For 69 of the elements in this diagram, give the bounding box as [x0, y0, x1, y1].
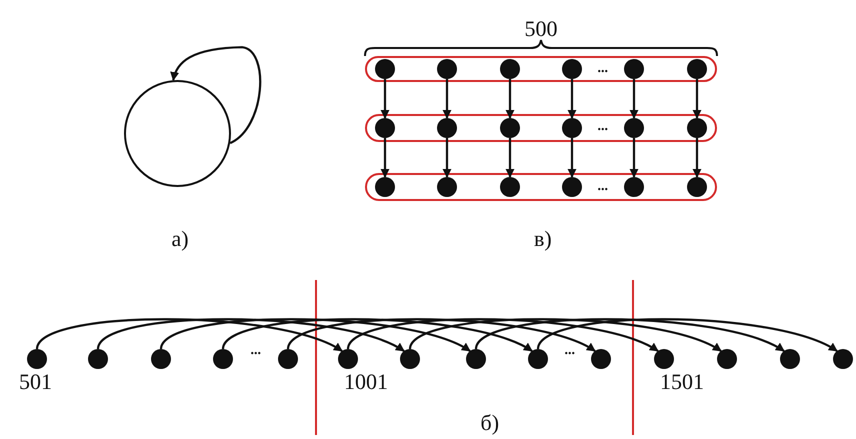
- node-dot: [562, 176, 582, 196]
- node-dot: [654, 349, 674, 369]
- arrow: [506, 79, 514, 119]
- arrow: [442, 79, 452, 119]
- node-dot: [466, 349, 486, 369]
- node-dot: [436, 176, 456, 196]
- arrow: [442, 138, 452, 178]
- arrow: [287, 318, 596, 352]
- node-number: 1501: [660, 371, 704, 393]
- ellipsis: ...: [598, 62, 608, 76]
- arrow: [222, 318, 533, 352]
- arrow: [537, 318, 838, 352]
- arrow: [475, 318, 785, 352]
- node-dot: [528, 349, 548, 369]
- node-dot: [624, 176, 644, 196]
- node-dot: [436, 118, 456, 138]
- node-number: 1001: [344, 371, 388, 393]
- ellipsis: ...: [598, 180, 608, 194]
- node-dot: [374, 176, 394, 196]
- node-dot: [833, 349, 853, 369]
- arrow: [347, 318, 659, 352]
- arrow: [36, 318, 343, 352]
- group-outline: [365, 173, 717, 201]
- arrow: [630, 79, 638, 119]
- node-dot: [500, 58, 520, 78]
- arrow: [568, 79, 576, 119]
- node-dot: [780, 349, 800, 369]
- arrow: [380, 138, 390, 178]
- node-dot: [278, 349, 298, 369]
- arrow: [630, 138, 638, 178]
- panel-label: в): [534, 228, 552, 250]
- ellipsis: ...: [598, 120, 608, 134]
- node-dot: [151, 349, 171, 369]
- node-dot: [717, 349, 737, 369]
- node-dot: [562, 58, 582, 78]
- node-dot: [624, 118, 644, 138]
- node-dot: [500, 118, 520, 138]
- arrow: [97, 318, 405, 352]
- arrow: [506, 138, 514, 178]
- node-dot: [374, 58, 394, 78]
- node-dot: [562, 118, 582, 138]
- node-dot: [686, 118, 706, 138]
- arrow: [692, 138, 702, 178]
- node-dot: [338, 349, 358, 369]
- arrow: [568, 138, 576, 178]
- node-dot: [27, 349, 47, 369]
- ellipsis: ...: [564, 344, 575, 358]
- node-dot: [213, 349, 233, 369]
- node-dot: [88, 349, 108, 369]
- node-dot: [500, 176, 520, 196]
- arrow: [692, 79, 702, 119]
- count-label: 500: [524, 18, 558, 40]
- node-dot: [400, 349, 420, 369]
- node-dot: [624, 58, 644, 78]
- group-outline: [365, 114, 717, 142]
- arrow: [160, 318, 471, 352]
- node-dot: [686, 176, 706, 196]
- arrow: [380, 79, 390, 119]
- node-dot: [591, 349, 611, 369]
- node-dot: [436, 58, 456, 78]
- ellipsis: ...: [250, 344, 261, 358]
- arrow: [409, 318, 722, 352]
- node-dot: [374, 118, 394, 138]
- arrow: [170, 46, 262, 144]
- node-dot: [686, 58, 706, 78]
- panel-label: б): [480, 412, 500, 434]
- group-outline: [365, 56, 717, 82]
- panel-label: а): [172, 228, 189, 250]
- node-number: 501: [19, 371, 52, 393]
